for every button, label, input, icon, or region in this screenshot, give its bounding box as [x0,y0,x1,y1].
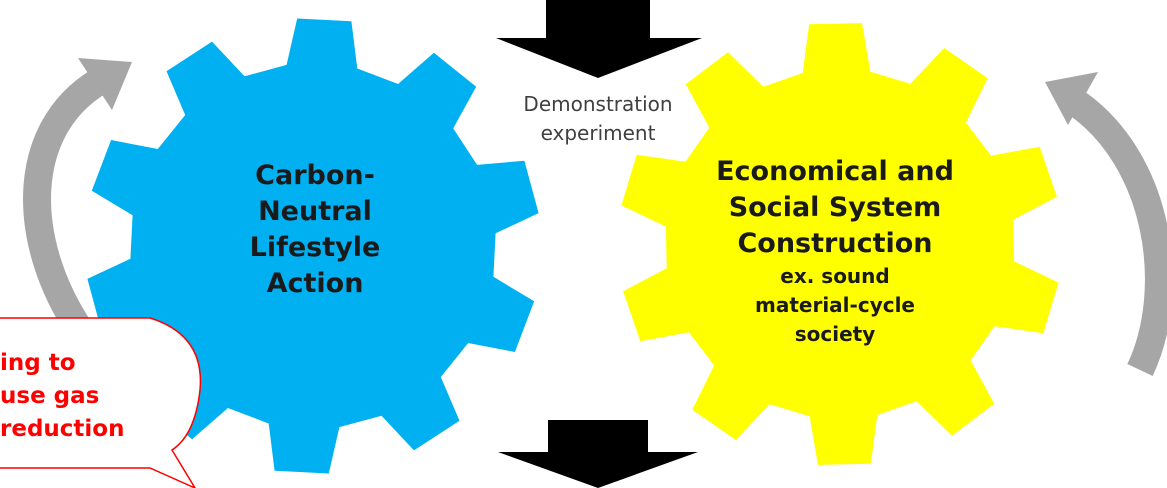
left-gear [87,18,539,474]
right-gear-title-line: Social System [728,192,942,223]
right-gear-title-line: Construction [737,228,933,259]
demonstration-label: Demonstration experiment [488,90,708,148]
demonstration-label-line: Demonstration [523,92,673,116]
right-gear-subtitle-line: ex. sound [780,264,890,288]
callout-bubble [0,317,202,488]
callout-text-line: reduction [0,416,125,442]
right-gear-text: Economical and Social System Constructio… [690,154,980,349]
left-gear-title-line: Neutral [258,196,372,227]
left-gear-title-line: Action [266,268,364,299]
left-gear-title-line: Carbon- [255,160,375,191]
left-cycle-arrow [23,58,132,338]
right-gear [621,23,1059,465]
left-gear-title: Carbon- Neutral Lifestyle Action [215,158,415,302]
right-cycle-arrow [1045,72,1167,376]
right-gear-title-line: Economical and [716,156,954,187]
right-gear-subtitle-line: society [794,322,876,346]
left-gear-title-line: Lifestyle [249,232,381,263]
top-down-arrow [496,0,702,78]
callout-text-line: ing to [0,350,76,376]
callout-text-line: use gas [0,383,100,409]
right-gear-subtitle-line: material-cycle [755,293,915,317]
demonstration-label-line: experiment [540,121,656,145]
bottom-down-arrow [498,420,698,488]
callout-text: ing to use gas reduction [0,347,178,446]
